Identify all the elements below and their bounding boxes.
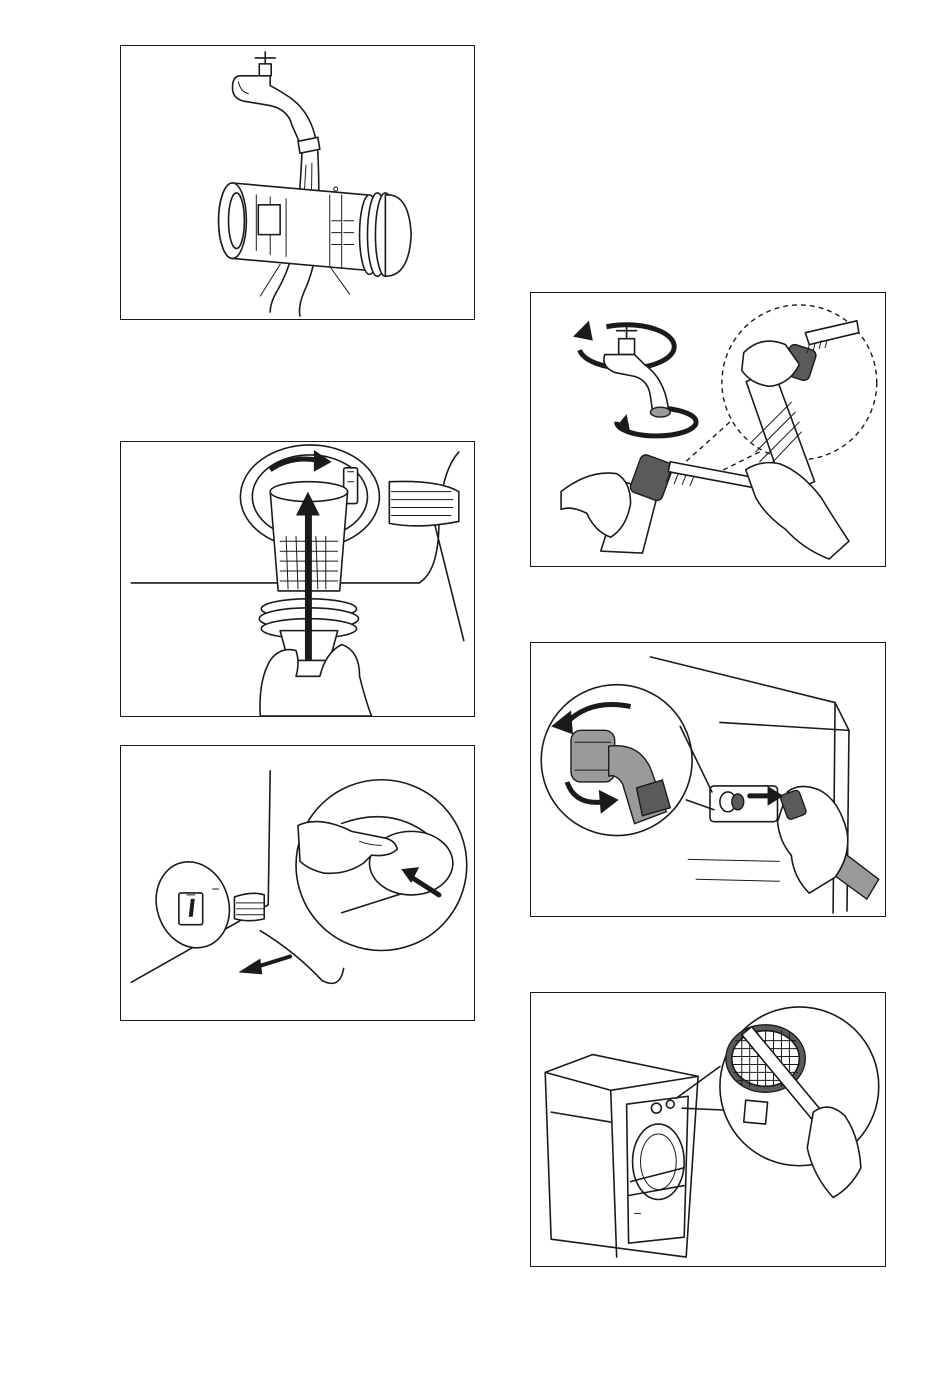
- figure-flap-close: [120, 745, 475, 1021]
- inlet-brush-illustration: [531, 993, 885, 1266]
- pump-filter-icon: [219, 183, 412, 276]
- hose-unscrew-illustration: [531, 643, 885, 916]
- flap-close-illustration: [121, 746, 474, 1020]
- pull-arrow-icon: [238, 958, 262, 974]
- figure-filter-rinse: [120, 45, 475, 320]
- insert-arrow-icon: [305, 511, 312, 660]
- tap-clean-illustration: [531, 293, 885, 566]
- tap-icon: [604, 327, 670, 417]
- figure-hose-unscrew: [530, 642, 886, 917]
- washing-machine-icon: [545, 1055, 698, 1258]
- figure-inlet-brush: [530, 992, 886, 1267]
- faucet-rinsing-filter-illustration: [121, 46, 474, 319]
- figure-filter-insert: [120, 441, 475, 717]
- figure-tap-clean: [530, 292, 886, 567]
- filter-insert-illustration: [121, 442, 474, 716]
- faucet-icon: [232, 52, 319, 153]
- rotate-arrow-icon: [573, 321, 593, 341]
